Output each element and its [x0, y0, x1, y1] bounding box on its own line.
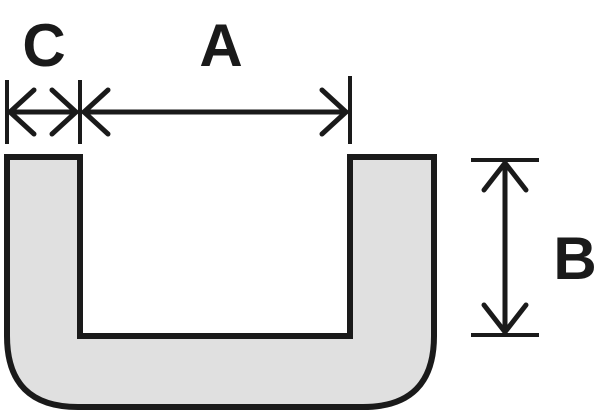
dimension-a-arrow [81, 87, 349, 137]
label-a: A [199, 12, 242, 79]
dimension-c-arrow [7, 87, 79, 137]
label-b: B [553, 225, 596, 292]
label-c: C [22, 12, 65, 79]
dimension-b-arrow [481, 160, 529, 335]
u-channel-profile [4, 154, 437, 410]
